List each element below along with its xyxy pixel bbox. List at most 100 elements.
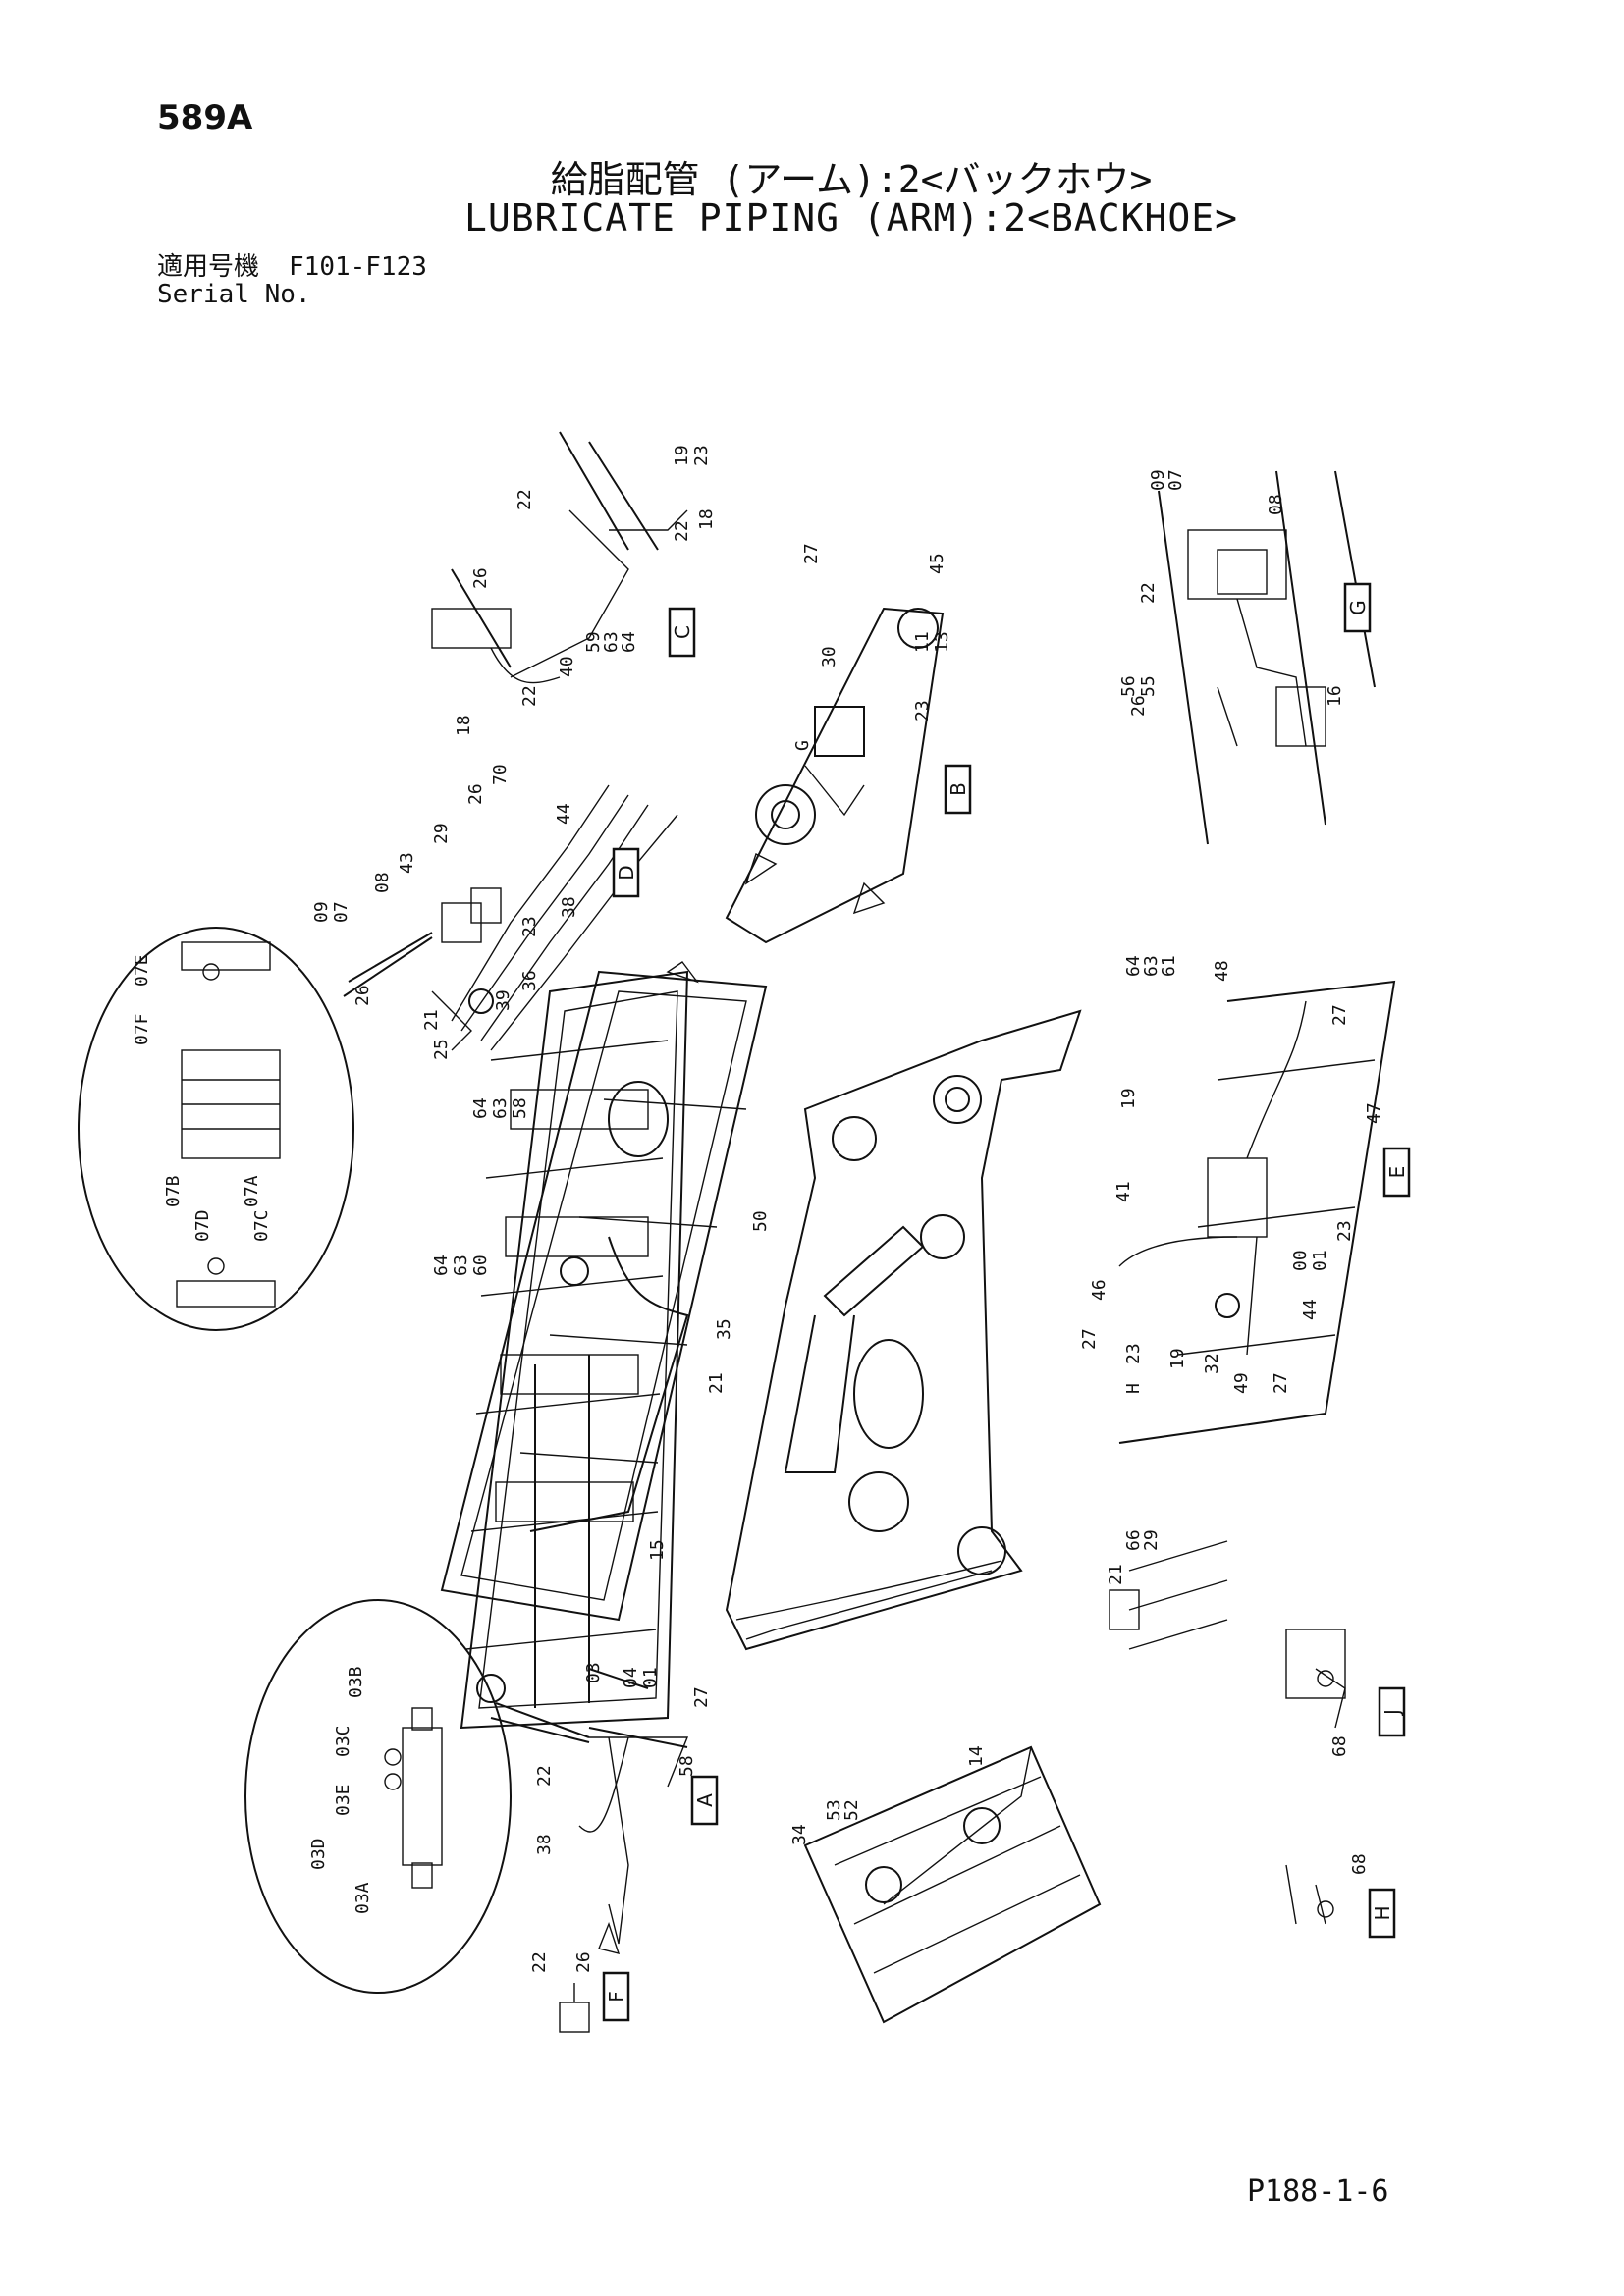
svg-text:27: 27 <box>1079 1328 1100 1350</box>
svg-text:46: 46 <box>1089 1279 1110 1301</box>
svg-text:35: 35 <box>714 1318 734 1340</box>
svg-text:45: 45 <box>927 553 947 574</box>
svg-text:A: A <box>693 1793 717 1807</box>
svg-text:64: 64 <box>470 1097 491 1119</box>
svg-text:47: 47 <box>1364 1102 1384 1124</box>
svg-text:03A: 03A <box>352 1882 373 1914</box>
svg-text:63: 63 <box>601 631 622 653</box>
svg-text:43: 43 <box>397 852 417 874</box>
svg-text:09: 09 <box>311 901 332 923</box>
view-label-g: G <box>1343 582 1372 633</box>
view-small-right <box>1109 1540 1228 1650</box>
svg-text:70: 70 <box>490 764 511 785</box>
view-label-d: D <box>612 847 640 898</box>
view-b-detail <box>725 607 945 944</box>
svg-text:64: 64 <box>1123 955 1144 977</box>
svg-text:01: 01 <box>640 1667 661 1688</box>
view-c-detail <box>431 431 688 684</box>
svg-text:41: 41 <box>1113 1181 1134 1202</box>
svg-text:D: D <box>615 865 638 880</box>
view-a-detail <box>578 1668 689 1954</box>
svg-text:26: 26 <box>573 1951 594 1973</box>
svg-text:21: 21 <box>1106 1564 1126 1585</box>
svg-text:18: 18 <box>454 715 474 736</box>
page-number: 589A <box>157 98 253 137</box>
svg-text:63: 63 <box>490 1097 511 1119</box>
svg-text:26: 26 <box>1128 695 1149 717</box>
callout-labels: 19 23 22 22 18 27 45 26 59 63 64 40 22 1… <box>132 445 1384 1973</box>
svg-text:23: 23 <box>912 700 933 721</box>
svg-text:22: 22 <box>519 685 540 707</box>
svg-text:64: 64 <box>619 631 639 653</box>
svg-text:07E: 07E <box>132 954 152 987</box>
svg-text:19: 19 <box>1118 1088 1139 1109</box>
svg-text:59: 59 <box>583 631 604 653</box>
svg-text:09: 09 <box>1148 469 1168 491</box>
svg-text:04: 04 <box>621 1667 641 1688</box>
view-label-a: A <box>690 1775 719 1826</box>
svg-text:66: 66 <box>1123 1529 1144 1551</box>
svg-text:26: 26 <box>465 783 486 805</box>
svg-text:27: 27 <box>691 1686 712 1708</box>
svg-text:68: 68 <box>1329 1735 1350 1757</box>
svg-text:14: 14 <box>966 1745 987 1767</box>
svg-text:03B: 03B <box>346 1666 366 1698</box>
svg-text:07: 07 <box>1165 469 1186 491</box>
svg-text:63: 63 <box>1141 955 1162 977</box>
svg-text:50: 50 <box>750 1210 771 1232</box>
svg-text:07C: 07C <box>251 1209 272 1242</box>
svg-text:55: 55 <box>1138 675 1159 697</box>
cylinder-assembly <box>440 961 768 1622</box>
svg-text:21: 21 <box>706 1372 727 1394</box>
svg-text:39: 39 <box>493 989 514 1011</box>
svg-text:49: 49 <box>1231 1372 1252 1394</box>
svg-text:56: 56 <box>1118 675 1139 697</box>
bottom-arm-section <box>803 1745 1102 2024</box>
view-d-detail <box>431 784 678 1051</box>
svg-text:38: 38 <box>534 1834 555 1855</box>
svg-text:22: 22 <box>672 520 692 542</box>
svg-text:00: 00 <box>1290 1250 1311 1271</box>
svg-text:E: E <box>1385 1166 1409 1179</box>
svg-text:07D: 07D <box>192 1209 213 1242</box>
svg-text:44: 44 <box>1300 1299 1321 1320</box>
svg-text:58: 58 <box>677 1755 697 1777</box>
svg-text:27: 27 <box>1271 1372 1291 1394</box>
svg-text:26: 26 <box>352 985 373 1006</box>
svg-text:21: 21 <box>421 1009 442 1031</box>
svg-text:22: 22 <box>534 1765 555 1787</box>
svg-text:61: 61 <box>1159 955 1179 977</box>
svg-text:29: 29 <box>431 823 452 844</box>
svg-text:26: 26 <box>470 567 491 589</box>
svg-text:07F: 07F <box>132 1013 152 1045</box>
svg-text:22: 22 <box>1138 582 1159 604</box>
svg-text:68: 68 <box>1349 1853 1370 1875</box>
svg-text:18: 18 <box>696 508 717 530</box>
svg-text:13: 13 <box>932 631 952 653</box>
svg-text:11: 11 <box>912 631 933 653</box>
svg-text:03D: 03D <box>308 1838 329 1870</box>
svg-text:F: F <box>605 1991 628 2002</box>
svg-text:07B: 07B <box>163 1175 184 1207</box>
svg-text:34: 34 <box>789 1824 810 1845</box>
svg-text:03E: 03E <box>333 1784 353 1816</box>
title-english: LUBRICATE PIPING (ARM):2<BACKHOE> <box>464 196 1238 240</box>
svg-text:01: 01 <box>1310 1250 1330 1271</box>
title-japanese: 給脂配管 (アーム):2<バックホウ> <box>550 158 1153 201</box>
view-label-f: F <box>602 1971 630 2022</box>
svg-text:G: G <box>1346 600 1370 615</box>
view-label-c: C <box>668 607 696 658</box>
view-f-detail <box>559 1983 590 2033</box>
view-j-detail <box>1285 1629 1346 1729</box>
svg-text:27: 27 <box>1329 1004 1350 1026</box>
page-reference: P188-1-6 <box>1247 2174 1389 2209</box>
svg-text:23: 23 <box>519 916 540 937</box>
svg-text:63: 63 <box>451 1255 471 1276</box>
svg-text:19: 19 <box>672 445 692 466</box>
serial-label-en: Serial No. <box>157 280 311 309</box>
view-label-e: E <box>1382 1147 1411 1198</box>
svg-text:08: 08 <box>372 872 393 893</box>
svg-text:23: 23 <box>691 445 712 466</box>
view-label-j: J <box>1378 1686 1406 1737</box>
